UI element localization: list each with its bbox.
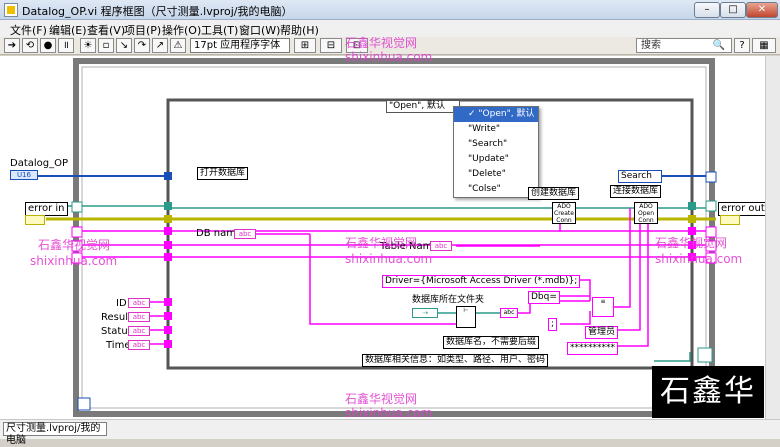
- menu-window[interactable]: 窗口(W): [239, 24, 281, 37]
- case-option-update[interactable]: "Update": [468, 154, 509, 164]
- menu-view[interactable]: 查看(V): [87, 24, 126, 37]
- connect-db-comment: 连接数据库: [610, 185, 662, 198]
- id-control[interactable]: abc: [128, 298, 150, 308]
- menu-edit[interactable]: 编辑(E): [49, 24, 87, 37]
- admin-string-constant[interactable]: 管理员: [585, 326, 619, 339]
- step-into-icon[interactable]: ↘: [116, 38, 132, 53]
- create-db-comment: 创建数据库: [528, 187, 580, 200]
- vertical-scrollbar[interactable]: [765, 56, 780, 419]
- case-option-write[interactable]: "Write": [468, 124, 501, 134]
- status-control[interactable]: abc: [128, 326, 150, 336]
- distribute-icon[interactable]: ⊟: [320, 38, 342, 53]
- path-to-string-node[interactable]: abc: [500, 308, 518, 318]
- case-option-search[interactable]: "Search": [468, 139, 508, 149]
- build-path-node[interactable]: ⊢: [456, 306, 476, 328]
- vi-connector-icon: ▦: [752, 38, 776, 53]
- case-dropdown-menu: ✓ "Open", 默认 "Write" "Search" "Update" "…: [453, 106, 539, 198]
- menu-bar: 文件(F) 编辑(E) 查看(V) 项目(P) 操作(O) 工具(T) 窗口(W…: [0, 20, 780, 37]
- watermark-url: shixinhua.com: [655, 252, 743, 266]
- case-option-open[interactable]: ✓ "Open", 默认: [454, 107, 538, 122]
- db-info-comment: 数据库相关信息：如类型、路径、用户、密码: [362, 354, 549, 367]
- time-label: Time: [106, 340, 131, 351]
- watermark-cn: 石鑫华视觉网: [655, 236, 728, 250]
- menu-file[interactable]: 文件(F): [10, 24, 47, 37]
- folder-label: 数据库所在文件夹: [412, 295, 485, 305]
- case-option-colse[interactable]: "Colse": [468, 184, 501, 194]
- highlight-icon[interactable]: ☀: [80, 38, 96, 53]
- project-path: 尺寸测量.lvproj/我的电脑: [3, 422, 107, 446]
- error-in-label: error in: [25, 202, 68, 216]
- driver-string-constant[interactable]: Driver={Microsoft Access Driver (*.mdb)}…: [382, 275, 581, 288]
- table-name-label: Table Name: [380, 241, 439, 252]
- abort-icon[interactable]: ●: [40, 38, 56, 53]
- menu-project[interactable]: 项目(P): [124, 24, 162, 37]
- case-selector[interactable]: "Open", 默认: [386, 100, 460, 113]
- step-out-icon[interactable]: ↗: [152, 38, 168, 53]
- menu-tools[interactable]: 工具(T): [201, 24, 239, 37]
- diagram-wires: [38, 58, 717, 417]
- dbname-note-comment: 数据库名，不需要后缀: [443, 336, 540, 349]
- status-label: Status: [101, 326, 133, 337]
- watermark-url: shixinhua.com: [30, 254, 118, 268]
- maximize-button[interactable]: □: [720, 2, 746, 18]
- watermark-url: shixinhua.com: [345, 406, 433, 420]
- font-selector[interactable]: 17pt 应用程序字体: [190, 38, 290, 53]
- datalog-op-enum-control[interactable]: U16: [10, 170, 38, 180]
- error-in-cluster-control[interactable]: [25, 215, 45, 225]
- warning-icon[interactable]: ⚠: [170, 38, 186, 53]
- watermark-cn: 石鑫华视觉网: [345, 236, 418, 250]
- step-over-icon[interactable]: ↷: [134, 38, 150, 53]
- case-selector-label: "Open", 默认: [389, 101, 446, 111]
- pause-icon[interactable]: ॥: [58, 38, 74, 53]
- search-input[interactable]: 搜索: [636, 38, 732, 53]
- watermark-cn: 石鑫华视觉网: [345, 392, 418, 406]
- shixinhua-logo: 石鑫华: [652, 366, 764, 418]
- watermark-url: shixinhua.com: [345, 50, 433, 64]
- case-option-delete[interactable]: "Delete": [468, 169, 506, 179]
- block-diagram-canvas[interactable]: Datalog_OP U16 error in error out "Open"…: [0, 36, 768, 420]
- close-button[interactable]: ✕: [746, 2, 778, 18]
- password-string-constant[interactable]: **********: [567, 342, 618, 355]
- minimize-button[interactable]: –: [694, 2, 720, 18]
- watermark-cn: 石鑫华视觉网: [345, 36, 418, 50]
- dbq-string-constant[interactable]: Dbq=: [528, 291, 560, 304]
- datalog-op-label: Datalog_OP: [10, 158, 69, 169]
- window-title: Datalog_OP.vi 程序框图（尺寸测量.lvproj/我的电脑）: [22, 5, 293, 18]
- run-arrow-icon[interactable]: ➔: [4, 38, 20, 53]
- error-out-label: error out: [718, 202, 768, 216]
- result-label: Result: [101, 312, 132, 323]
- vi-icon: [4, 3, 18, 17]
- table-name-control[interactable]: abc: [430, 241, 452, 251]
- semicolon-string-constant[interactable]: ;: [548, 318, 558, 331]
- reorder-icon[interactable]: ⊡: [346, 38, 368, 53]
- title-bar: Datalog_OP.vi 程序框图（尺寸测量.lvproj/我的电脑） – □…: [0, 0, 780, 20]
- folder-path-constant[interactable]: ⇢: [412, 308, 438, 318]
- menu-help[interactable]: 帮助(H): [280, 24, 319, 37]
- menu-operate[interactable]: 操作(O): [162, 24, 202, 37]
- search-icon[interactable]: 🔍: [712, 40, 726, 51]
- search-enum-constant[interactable]: Search: [618, 170, 662, 183]
- result-control[interactable]: abc: [128, 312, 150, 322]
- retain-wire-icon[interactable]: ▫: [98, 38, 114, 53]
- align-icon[interactable]: ⊞: [294, 38, 316, 53]
- watermark-url: shixinhua.com: [345, 252, 433, 266]
- watermark-cn: 石鑫华视觉网: [38, 238, 111, 252]
- id-label: ID: [116, 298, 127, 309]
- db-name-label: DB name: [196, 228, 243, 239]
- search-enum-label: Search: [621, 171, 652, 181]
- error-out-cluster-indicator[interactable]: [720, 215, 740, 225]
- toolbar: ➔ ⟲ ● ॥ ☀ ▫ ↘ ↷ ↗ ⚠ 17pt 应用程序字体 ⊞ ⊟ ⊡ 搜索…: [0, 37, 780, 55]
- time-control[interactable]: abc: [128, 340, 150, 350]
- horizontal-scrollbar[interactable]: 尺寸测量.lvproj/我的电脑: [0, 419, 780, 446]
- open-db-comment: 打开数据库: [197, 167, 249, 180]
- db-name-control[interactable]: abc: [234, 229, 256, 239]
- help-icon[interactable]: ?: [734, 38, 750, 53]
- concatenate-strings-node[interactable]: ≡: [592, 297, 614, 317]
- run-continuous-icon[interactable]: ⟲: [22, 38, 38, 53]
